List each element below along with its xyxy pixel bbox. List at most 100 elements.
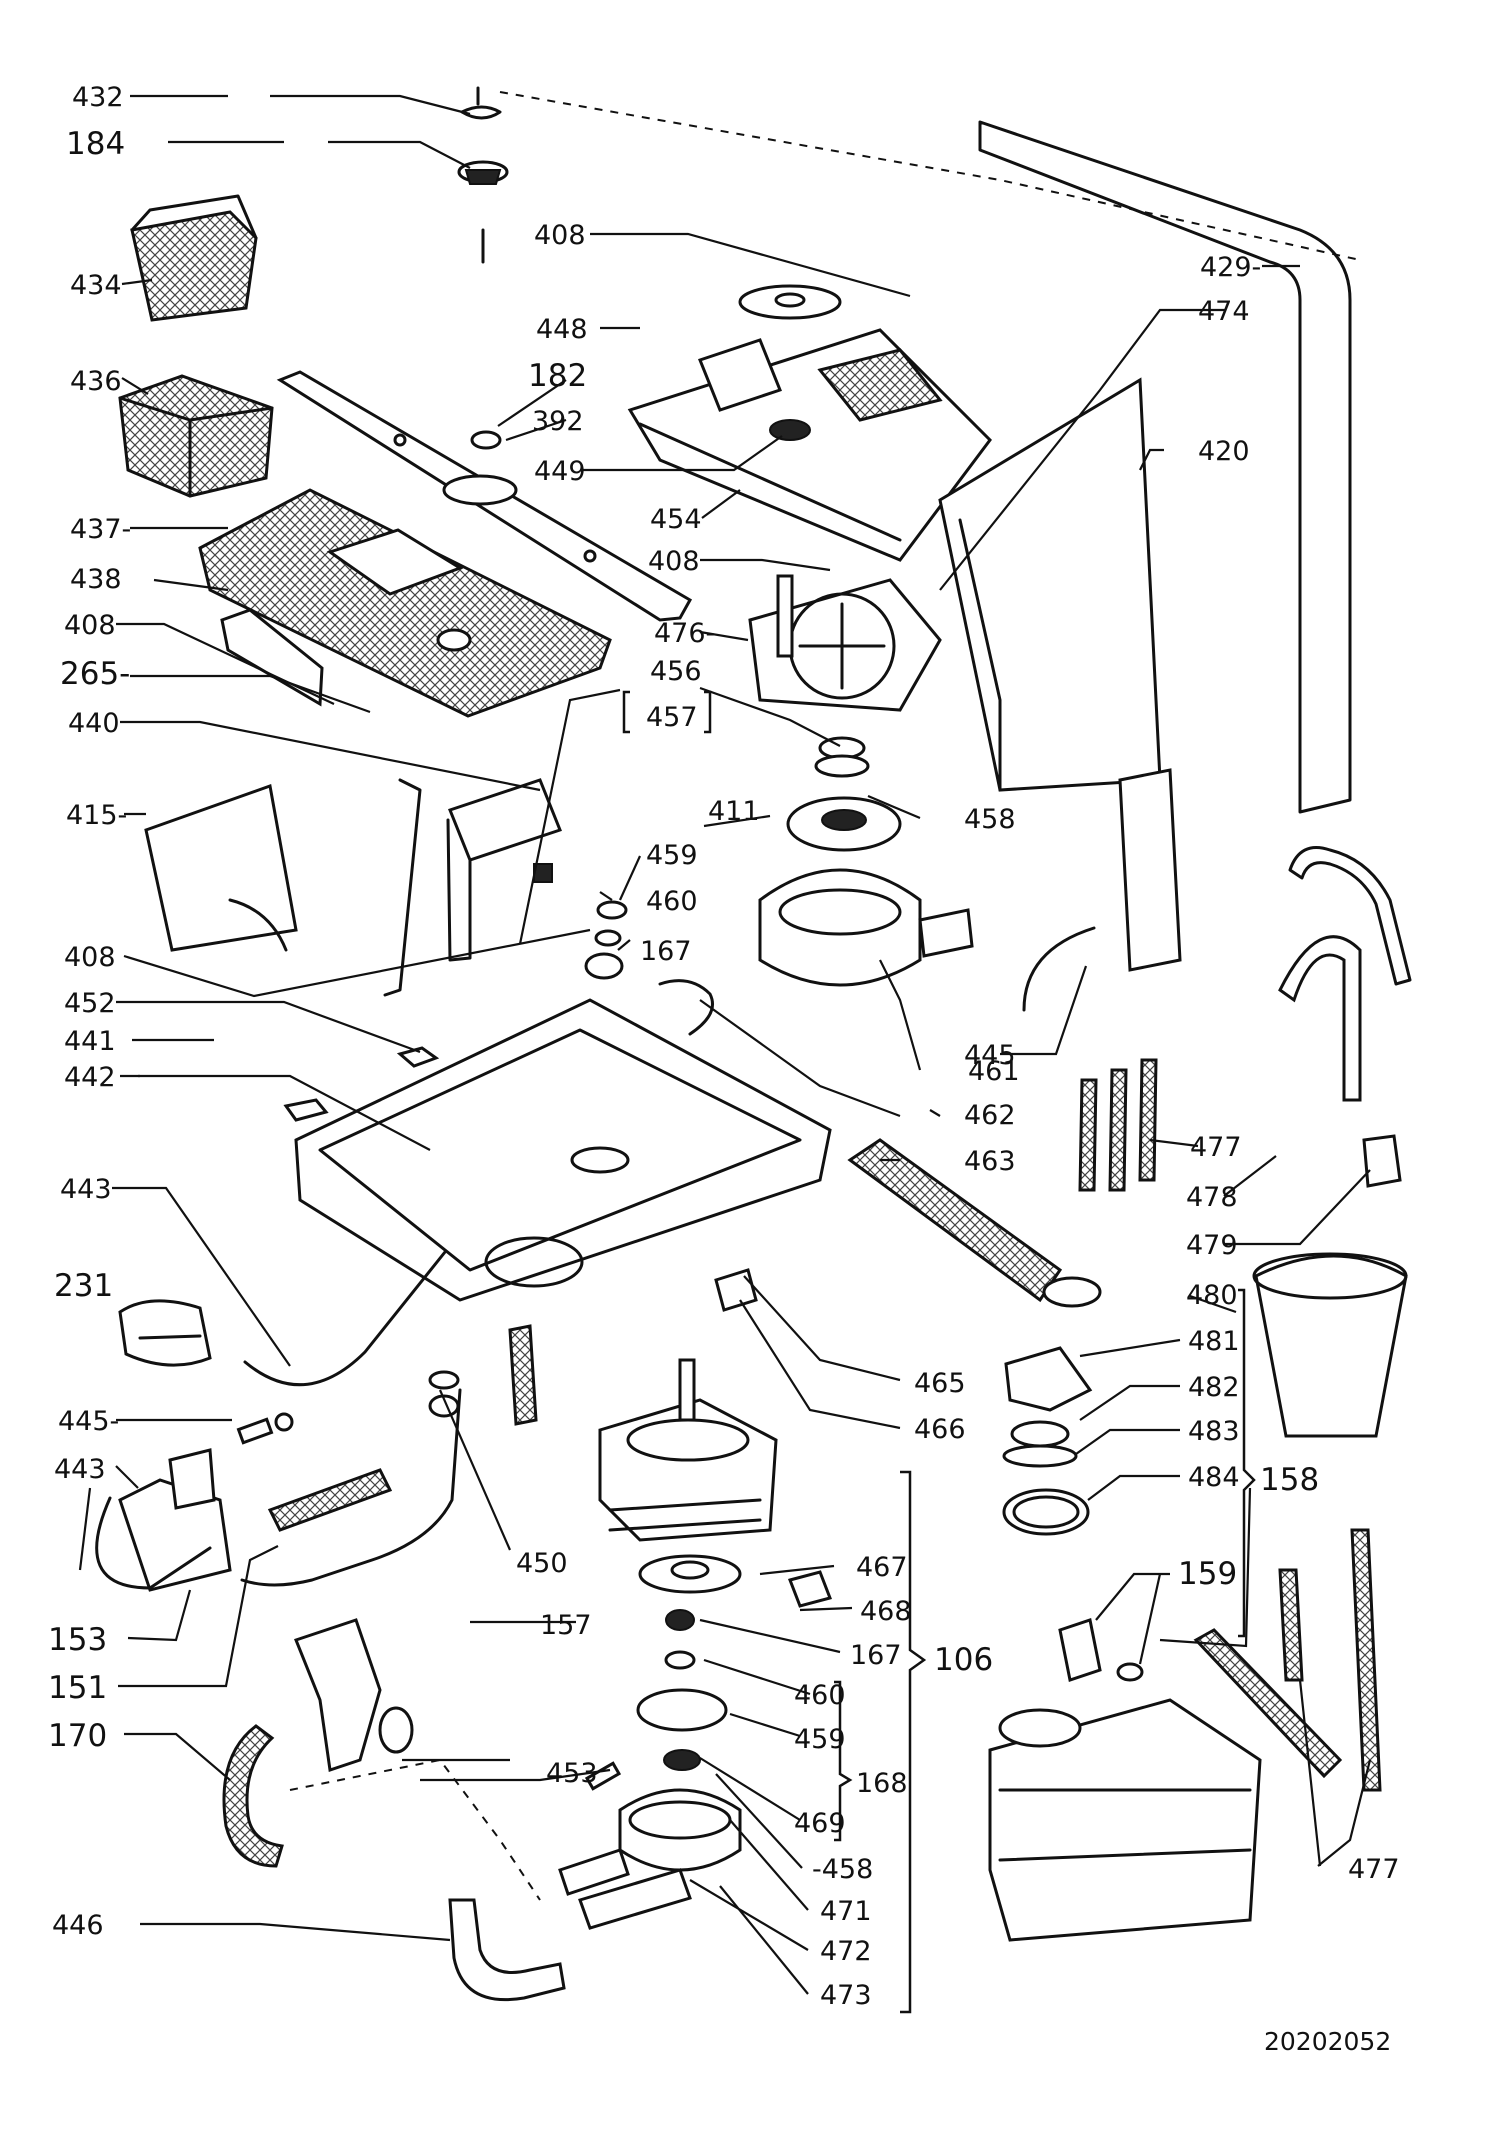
label-482: 482	[1188, 1372, 1240, 1403]
label-408c: 408	[648, 546, 700, 577]
label-159: 159	[1178, 1556, 1237, 1592]
label-479: 479	[1186, 1230, 1238, 1261]
part-450-connector	[428, 1370, 460, 1390]
part-448-gasket	[738, 284, 842, 320]
label-437: 437-	[70, 514, 131, 545]
label-463: 463	[964, 1146, 1016, 1177]
label-471: 471	[820, 1896, 872, 1927]
label-462: 462	[964, 1100, 1016, 1131]
label-473: 473	[820, 1980, 872, 2011]
part-420-side-panel	[938, 377, 1182, 972]
part-158-water-softener	[988, 1698, 1262, 1942]
part-477-hose-set	[1078, 1058, 1158, 1192]
label-434: 434	[70, 270, 122, 301]
part-415-panel	[144, 783, 298, 952]
label-458b: -458	[812, 1854, 873, 1885]
part-459-seal-set	[584, 900, 628, 980]
part-471-pump-base	[618, 1788, 742, 1872]
label-484: 484	[1188, 1462, 1240, 1493]
part-157-drain-housing	[294, 1618, 414, 1772]
label-153: 153	[48, 1622, 107, 1658]
label-440: 440	[68, 708, 120, 739]
part-445-hose-clip	[236, 1412, 294, 1445]
part-number-labels: 432 184 434 436 437- 438 408 265- 440 41…	[48, 82, 1400, 2056]
part-453-hose-path	[289, 1758, 541, 1901]
part-438-bracket	[220, 608, 324, 707]
label-151: 151	[48, 1670, 107, 1706]
part-167-460-459-seals	[636, 1609, 728, 1771]
part-443-hose-small	[243, 1250, 447, 1387]
label-106: 106	[934, 1642, 993, 1678]
label-461: 461	[968, 1056, 1020, 1087]
brace-158	[1238, 1288, 1256, 1638]
label-157: 157	[540, 1610, 592, 1641]
label-442: 442	[64, 1062, 116, 1093]
label-469: 469	[794, 1808, 846, 1839]
label-472: 472	[820, 1936, 872, 1967]
part-151-inlet-hose	[240, 1388, 462, 1587]
part-184-spray-arm-bearing	[457, 160, 509, 264]
part-476-pump-housing	[748, 574, 942, 712]
part-468-connector	[788, 1570, 832, 1608]
label-436: 436	[70, 366, 122, 397]
label-438: 438	[70, 564, 122, 595]
label-467: 467	[856, 1552, 908, 1583]
top-dashed-outline	[499, 91, 1361, 261]
label-231: 231	[54, 1268, 113, 1304]
part-182-lower-spray-arm	[276, 370, 693, 622]
label-445a: 445-	[58, 1406, 119, 1437]
part-411-pump-wheel	[786, 796, 902, 852]
label-445b: 445	[964, 1040, 1016, 1071]
label-474: 474	[1198, 296, 1250, 327]
part-106-wash-motor	[598, 1358, 778, 1542]
part-440-lever-assembly	[383, 778, 562, 997]
label-458a: 458	[964, 804, 1016, 835]
part-392-nut	[470, 430, 502, 450]
label-443b: 443	[54, 1454, 106, 1485]
label-459b: 459	[794, 1724, 846, 1755]
part-436-small-basket	[118, 374, 274, 498]
part-482-483-gaskets	[1002, 1420, 1078, 1468]
part-441-base-tray	[294, 998, 832, 1302]
part-461-pump-chamber	[758, 868, 974, 987]
part-478-drain-loop	[1278, 846, 1412, 1102]
label-429: 429-	[1200, 252, 1261, 283]
part-446-elbow-hose	[448, 1898, 566, 2002]
label-450: 450	[516, 1548, 568, 1579]
label-441: 441	[64, 1026, 116, 1057]
label-167a: 167	[640, 936, 692, 967]
label-468: 468	[860, 1596, 912, 1627]
part-463-circulation-hose	[847, 1138, 1102, 1308]
brace-457	[622, 690, 712, 734]
part-231-pressure-switch	[118, 1299, 212, 1367]
label-466: 466	[914, 1414, 966, 1445]
part-467-disk	[638, 1554, 742, 1594]
label-481: 481	[1188, 1326, 1240, 1357]
leader-lines	[78, 94, 1372, 1995]
part-432-spring-clip	[460, 86, 502, 120]
label-408d: 408	[534, 220, 586, 251]
label-411: 411	[708, 796, 760, 827]
label-170: 170	[48, 1718, 107, 1754]
label-454: 454	[650, 504, 702, 535]
part-159-valve	[1058, 1618, 1144, 1682]
label-432: 432	[72, 82, 124, 113]
label-446: 446	[52, 1910, 104, 1941]
brace-168	[834, 1680, 853, 1842]
part-434-cutlery-basket	[130, 194, 258, 322]
part-477-softener-hoses	[1193, 1528, 1382, 1792]
part-465-bracket	[714, 1268, 758, 1312]
label-465: 465	[914, 1368, 966, 1399]
label-420: 420	[1198, 436, 1250, 467]
label-480: 480	[1186, 1280, 1238, 1311]
label-443a: 443	[60, 1174, 112, 1205]
label-408a: 408	[64, 610, 116, 641]
label-478: 478	[1186, 1182, 1238, 1213]
label-184: 184	[66, 126, 125, 162]
label-415: 415-	[66, 800, 127, 831]
label-448: 448	[536, 314, 588, 345]
part-472-outlet-pipe	[558, 1848, 692, 1930]
label-476: 476-	[654, 618, 715, 649]
